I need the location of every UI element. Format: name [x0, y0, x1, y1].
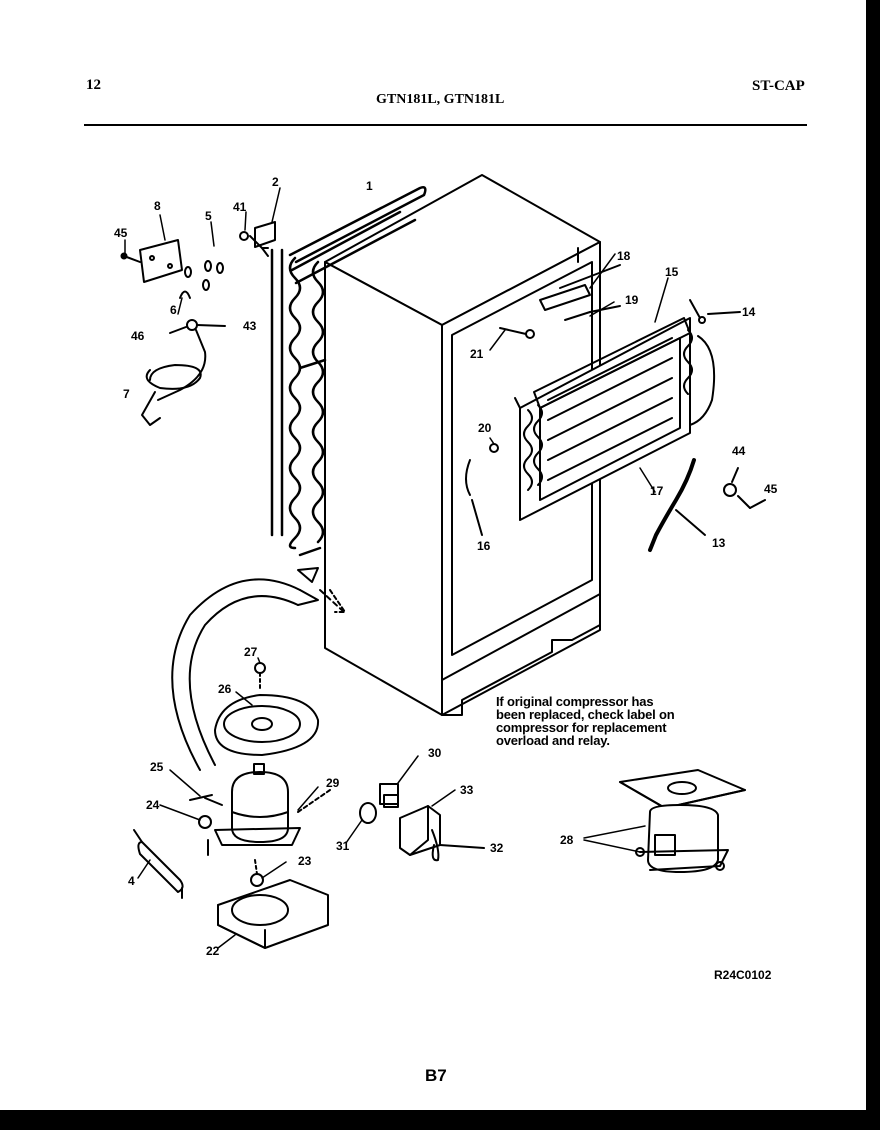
label-5: 5 [205, 209, 212, 223]
header-rule [84, 124, 807, 126]
note-line: compressor for replacement [496, 720, 667, 735]
note-line: been replaced, check label on [496, 707, 675, 722]
label-29: 29 [326, 776, 340, 790]
label-2: 2 [272, 175, 279, 189]
leader-lines [124, 187, 669, 949]
scan-border-right [866, 0, 880, 1130]
note-line: overload and relay. [496, 733, 610, 748]
condenser-coil [270, 186, 427, 557]
label-33: 33 [460, 783, 474, 797]
label-32: 32 [490, 841, 504, 855]
label-7: 7 [123, 387, 130, 401]
label-46: 46 [131, 329, 145, 343]
label-44: 44 [732, 444, 746, 458]
upper-center-parts [239, 221, 276, 257]
upper-left-parts [120, 239, 226, 426]
label-13: 13 [712, 536, 726, 550]
right-side-parts [648, 458, 766, 552]
label-28: 28 [560, 833, 574, 847]
label-24: 24 [146, 798, 160, 812]
label-41: 41 [233, 200, 247, 214]
evaporator [519, 299, 741, 521]
label-20: 20 [478, 421, 492, 435]
curved-arrow [171, 567, 346, 771]
compressor-replacement-note: If original compressor has been replaced… [496, 695, 736, 747]
model-numbers: GTN181L, GTN181L [376, 92, 505, 107]
scan-border-bottom [0, 1110, 880, 1130]
compressor-mount [214, 662, 320, 756]
label-6: 6 [170, 303, 177, 317]
label-22: 22 [206, 944, 220, 958]
label-4: 4 [128, 874, 135, 888]
label-14: 14 [742, 305, 756, 319]
label-19: 19 [625, 293, 639, 307]
label-45-right: 45 [764, 482, 778, 496]
label-18: 18 [617, 249, 631, 263]
label-45-left: 45 [114, 226, 128, 240]
label-1: 1 [366, 179, 373, 193]
drier [133, 829, 184, 899]
label-27: 27 [244, 645, 258, 659]
part-labels: 1 2 4 5 6 7 8 13 14 15 16 17 18 19 20 21… [114, 175, 778, 958]
label-8: 8 [154, 199, 161, 213]
page-code: B7 [425, 1066, 447, 1085]
note-line: If original compressor has [496, 694, 654, 709]
compressor [189, 763, 331, 856]
page-number: 12 [86, 77, 101, 93]
replacement-compressor [619, 769, 746, 873]
label-25: 25 [150, 760, 164, 774]
label-31: 31 [336, 839, 350, 853]
electrical-parts [359, 783, 485, 862]
label-15: 15 [665, 265, 679, 279]
label-23: 23 [298, 854, 312, 868]
label-30: 30 [428, 746, 442, 760]
interior-parts [465, 264, 621, 536]
base-pan [217, 859, 329, 949]
label-17: 17 [650, 484, 664, 498]
drawing-number: R24C0102 [714, 968, 772, 982]
section-code: ST-CAP [752, 78, 805, 94]
label-26: 26 [218, 682, 232, 696]
label-16: 16 [477, 539, 491, 553]
label-43: 43 [243, 319, 257, 333]
label-21: 21 [470, 347, 484, 361]
